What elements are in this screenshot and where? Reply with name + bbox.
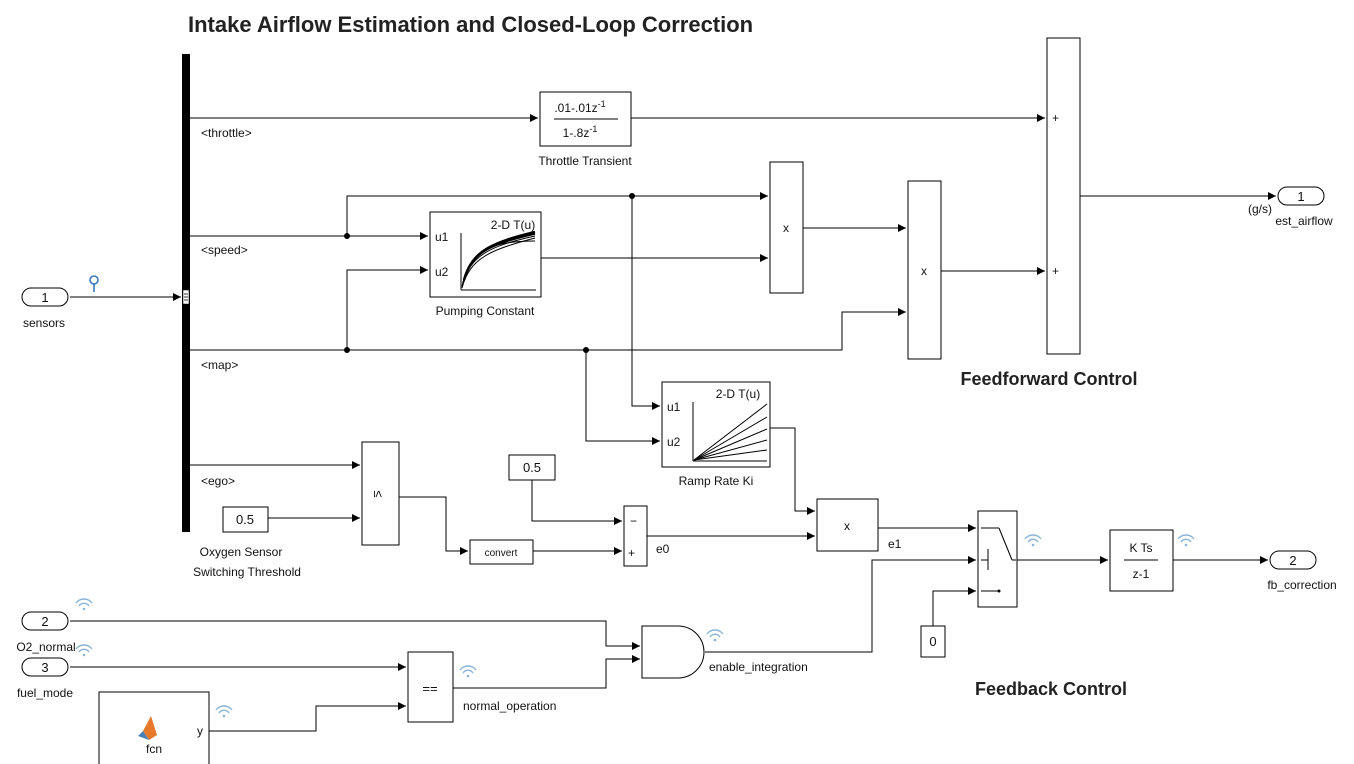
inport-fuel-mode[interactable]: 3 fuel_mode	[17, 657, 73, 700]
svg-text:y: y	[197, 724, 203, 738]
product-block-3[interactable]: x	[816, 498, 879, 552]
svg-text:+: +	[628, 546, 635, 560]
svg-text:0: 0	[929, 634, 936, 649]
svg-text:0.5: 0.5	[236, 512, 254, 527]
signal-logging-icon[interactable]	[1024, 534, 1042, 547]
signal-label-normal-operation: normal_operation	[463, 699, 556, 713]
feedback-section-label: Feedback Control	[975, 679, 1127, 699]
svg-text:x: x	[783, 221, 789, 235]
switch-block[interactable]	[977, 510, 1018, 608]
signal-logging-icon[interactable]	[75, 644, 93, 657]
svg-text:+: +	[1052, 264, 1059, 278]
pumping-constant-label: Pumping Constant	[436, 304, 535, 318]
svg-text:u2: u2	[435, 265, 449, 279]
pumping-constant-block[interactable]: 2-D T(u) u1 u2 Pumping Constant	[429, 211, 542, 318]
equal-block[interactable]: ==	[407, 651, 454, 723]
signal-logging-icon[interactable]	[706, 629, 724, 642]
inport-o2-normal[interactable]: 2 O2_normal	[16, 611, 76, 654]
ramp-rate-ki-block[interactable]: 2-D T(u) u1 u2 Ramp Rate Ki	[661, 381, 771, 488]
inport-sensors[interactable]: 1 sensors	[21, 287, 69, 330]
bus-selector[interactable]	[182, 54, 190, 532]
svg-text:K Ts: K Ts	[1129, 541, 1152, 555]
compare-block[interactable]: ≤	[361, 441, 400, 546]
bus-signal-map: <map>	[201, 358, 238, 372]
signal-lines	[70, 114, 1276, 732]
signal-probe-icon[interactable]	[89, 275, 99, 292]
bus-signal-throttle: <throttle>	[201, 126, 252, 140]
svg-text:1-.8z-1: 1-.8z-1	[563, 124, 598, 140]
outport-fb-correction-label: fb_correction	[1267, 578, 1336, 592]
svg-text:2-D T(u): 2-D T(u)	[491, 218, 535, 232]
svg-text:x: x	[844, 519, 850, 533]
signal-label-enable-integration: enable_integration	[709, 660, 808, 674]
bus-signal-ego: <ego>	[201, 474, 235, 488]
svg-text:2: 2	[41, 614, 48, 629]
setpoint-constant-block[interactable]: 0.5	[508, 454, 556, 481]
error-sum-block[interactable]: − +	[623, 505, 648, 567]
branch-points	[344, 193, 635, 353]
signal-label-e0: e0	[656, 542, 670, 556]
convert-block[interactable]: convert	[469, 539, 534, 565]
svg-text:≤: ≤	[371, 490, 386, 497]
matlab-function-block[interactable]: fcn y	[98, 691, 210, 764]
signal-logging-icon[interactable]	[459, 665, 477, 678]
inport-sensors-label: sensors	[23, 316, 65, 330]
svg-text:1: 1	[1297, 189, 1304, 204]
svg-text:z-1: z-1	[1133, 567, 1150, 581]
svg-text:.01-.01z-1: .01-.01z-1	[554, 99, 605, 115]
svg-text:−: −	[630, 514, 637, 528]
svg-text:1: 1	[41, 290, 48, 305]
svg-text:2: 2	[1289, 553, 1296, 568]
est-airflow-unit: (g/s)	[1248, 202, 1272, 216]
zero-constant-block[interactable]: 0	[920, 625, 946, 658]
svg-text:x: x	[921, 264, 927, 278]
threshold-label-line2: Switching Threshold	[193, 565, 301, 579]
outport-est-airflow[interactable]: 1 (g/s) est_airflow	[1248, 186, 1333, 228]
svg-text:3: 3	[41, 660, 48, 675]
svg-text:u2: u2	[667, 435, 681, 449]
signal-logging-icon[interactable]	[1177, 534, 1195, 547]
matlab-logo-icon	[138, 716, 157, 740]
throttle-transient-label: Throttle Transient	[538, 154, 632, 168]
svg-text:2-D T(u): 2-D T(u)	[716, 387, 760, 401]
svg-text:fcn: fcn	[146, 742, 162, 756]
feedforward-section-label: Feedforward Control	[960, 369, 1137, 389]
product-block-2[interactable]: x	[907, 180, 942, 360]
outport-fb-correction[interactable]: 2 fb_correction	[1267, 550, 1337, 592]
svg-text:+: +	[1052, 111, 1059, 125]
outport-est-airflow-label: est_airflow	[1275, 214, 1333, 228]
svg-text:u1: u1	[435, 230, 449, 244]
inport-o2-normal-label: O2_normal	[16, 640, 75, 654]
throttle-transient-block[interactable]: .01-.01z-1 1-.8z-1 Throttle Transient	[538, 91, 632, 168]
feedforward-sum-block[interactable]: + +	[1046, 37, 1081, 355]
threshold-constant-block[interactable]: 0.5 Oxygen Sensor Switching Threshold	[193, 506, 301, 579]
discrete-integrator-block[interactable]: K Ts z-1	[1109, 529, 1174, 592]
bus-signal-speed: <speed>	[201, 243, 248, 257]
signal-logging-icon[interactable]	[215, 705, 233, 718]
inport-fuel-mode-label: fuel_mode	[17, 686, 73, 700]
svg-text:==: ==	[422, 681, 437, 696]
product-block-1[interactable]: x	[769, 161, 804, 294]
signal-logging-icon[interactable]	[75, 598, 93, 611]
ramp-rate-ki-label: Ramp Rate Ki	[679, 474, 754, 488]
signal-label-e1: e1	[888, 537, 902, 551]
and-logic-block[interactable]	[641, 625, 705, 679]
svg-text:0.5: 0.5	[523, 460, 541, 475]
svg-text:convert: convert	[485, 548, 518, 559]
threshold-label-line1: Oxygen Sensor	[200, 545, 283, 559]
svg-text:u1: u1	[667, 400, 681, 414]
diagram-title: Intake Airflow Estimation and Closed-Loo…	[188, 12, 753, 37]
